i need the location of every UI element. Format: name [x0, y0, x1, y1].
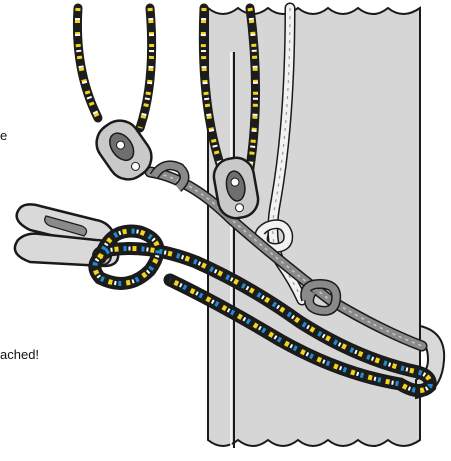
- caption-fragment-bottom: ached!: [0, 347, 39, 362]
- caption-fragment-top: e: [0, 128, 7, 143]
- black-rope-left: [77, 8, 151, 128]
